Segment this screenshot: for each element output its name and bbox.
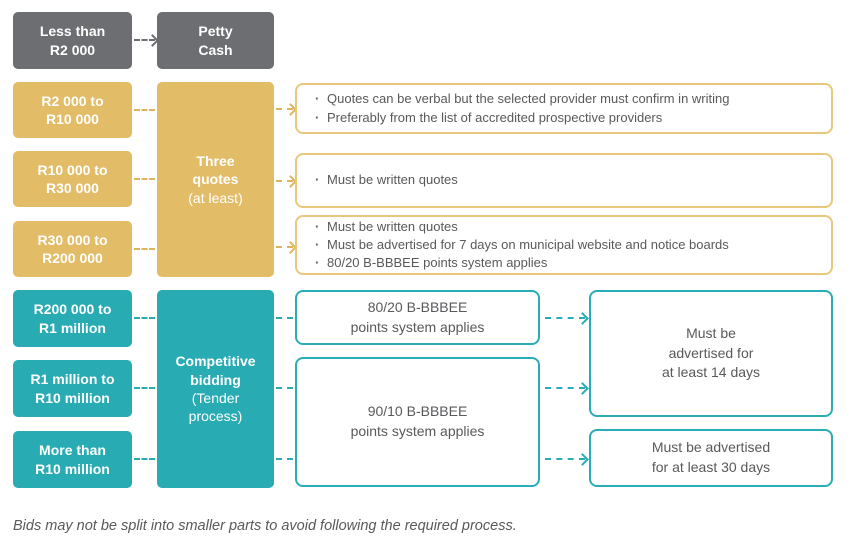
process-box-three-quotes: Three quotes (at least) [157, 82, 274, 277]
arrow-right-icon [576, 382, 589, 395]
dotted-connector [134, 248, 155, 250]
range-label: R1 million to R10 million [30, 371, 115, 406]
range-label: More than R10 million [35, 442, 110, 477]
range-box-r2000-r10000: R2 000 to R10 000 [13, 82, 132, 138]
process-title: Competitive bidding [175, 353, 256, 388]
advertising-box-14-days: Must be advertised for at least 14 days [589, 290, 833, 417]
dotted-connector [276, 317, 293, 319]
dotted-connector [545, 382, 589, 395]
points-box-80-20: 80/20 B-BBBEE points system applies [295, 290, 540, 345]
range-box-r1million-r10million: R1 million to R10 million [13, 360, 132, 417]
dotted-connector [134, 109, 155, 111]
advertising-box-30-days: Must be advertised for at least 30 days [589, 429, 833, 487]
range-label: R30 000 to R200 000 [37, 231, 108, 266]
note-box-advertised-7-days: Must be written quotes Must be advertise… [295, 215, 833, 275]
dotted-connector [134, 178, 155, 180]
range-box-less-than-r2000: Less than R2 000 [13, 12, 132, 69]
arrow-right-icon [576, 453, 589, 466]
note-bullet: Must be advertised for 7 days on municip… [315, 236, 821, 254]
note-bullet: Preferably from the list of accredited p… [315, 109, 821, 127]
range-box-r10000-r30000: R10 000 to R30 000 [13, 151, 132, 207]
note-bullet: Must be written quotes [315, 171, 821, 189]
note-bullet: 80/20 B-BBBEE points system applies [315, 254, 821, 272]
points-label: 80/20 B-BBBEE points system applies [350, 298, 485, 335]
footnote-text: Bids may not be split into smaller parts… [13, 518, 517, 534]
process-label: Petty Cash [198, 23, 233, 58]
dotted-connector [276, 175, 297, 188]
points-label: 90/10 B-BBBEE points system applies [350, 403, 485, 439]
note-bullet-list: Must be written quotes Must be advertise… [297, 218, 831, 273]
note-box-verbal-quotes: Quotes can be verbal but the selected pr… [295, 83, 833, 134]
range-label: R10 000 to R30 000 [37, 161, 108, 196]
process-box-competitive-bidding: Competitive bidding (Tender process) [157, 290, 274, 488]
dotted-connector [276, 387, 293, 389]
process-title: Three quotes [192, 152, 239, 188]
arrow-right-icon [576, 312, 589, 325]
note-bullet: Quotes can be verbal but the selected pr… [315, 90, 821, 108]
range-box-more-than-r10million: More than R10 million [13, 431, 132, 488]
dotted-connector [276, 241, 297, 254]
dotted-connector [134, 317, 155, 319]
dotted-connector [134, 387, 155, 389]
process-subtitle: (at least) [188, 189, 243, 206]
advertising-label: Must be advertised for at least 14 days [661, 324, 761, 381]
points-box-90-10: 90/10 B-BBBEE points system applies [295, 357, 540, 487]
range-box-r30000-r200000: R30 000 to R200 000 [13, 221, 132, 277]
range-box-r200000-r1million: R200 000 to R1 million [13, 290, 132, 347]
note-bullet: Must be written quotes [315, 218, 821, 236]
process-subtitle: (Tender process) [188, 390, 243, 425]
advertising-label: Must be advertised for at least 30 days [651, 439, 771, 475]
dotted-connector [545, 312, 589, 325]
dotted-connector [545, 453, 589, 466]
dotted-connector [134, 34, 159, 47]
note-box-written-quotes: Must be written quotes [295, 153, 833, 208]
range-label: R200 000 to R1 million [33, 301, 112, 336]
note-bullet-list: Must be written quotes [297, 171, 831, 189]
process-box-petty-cash: Petty Cash [157, 12, 274, 69]
dotted-connector [276, 103, 297, 116]
dotted-connector [134, 458, 155, 460]
range-label: Less than R2 000 [39, 23, 106, 58]
range-label: R2 000 to R10 000 [41, 92, 104, 127]
dotted-connector [276, 458, 293, 460]
note-bullet-list: Quotes can be verbal but the selected pr… [297, 90, 831, 127]
